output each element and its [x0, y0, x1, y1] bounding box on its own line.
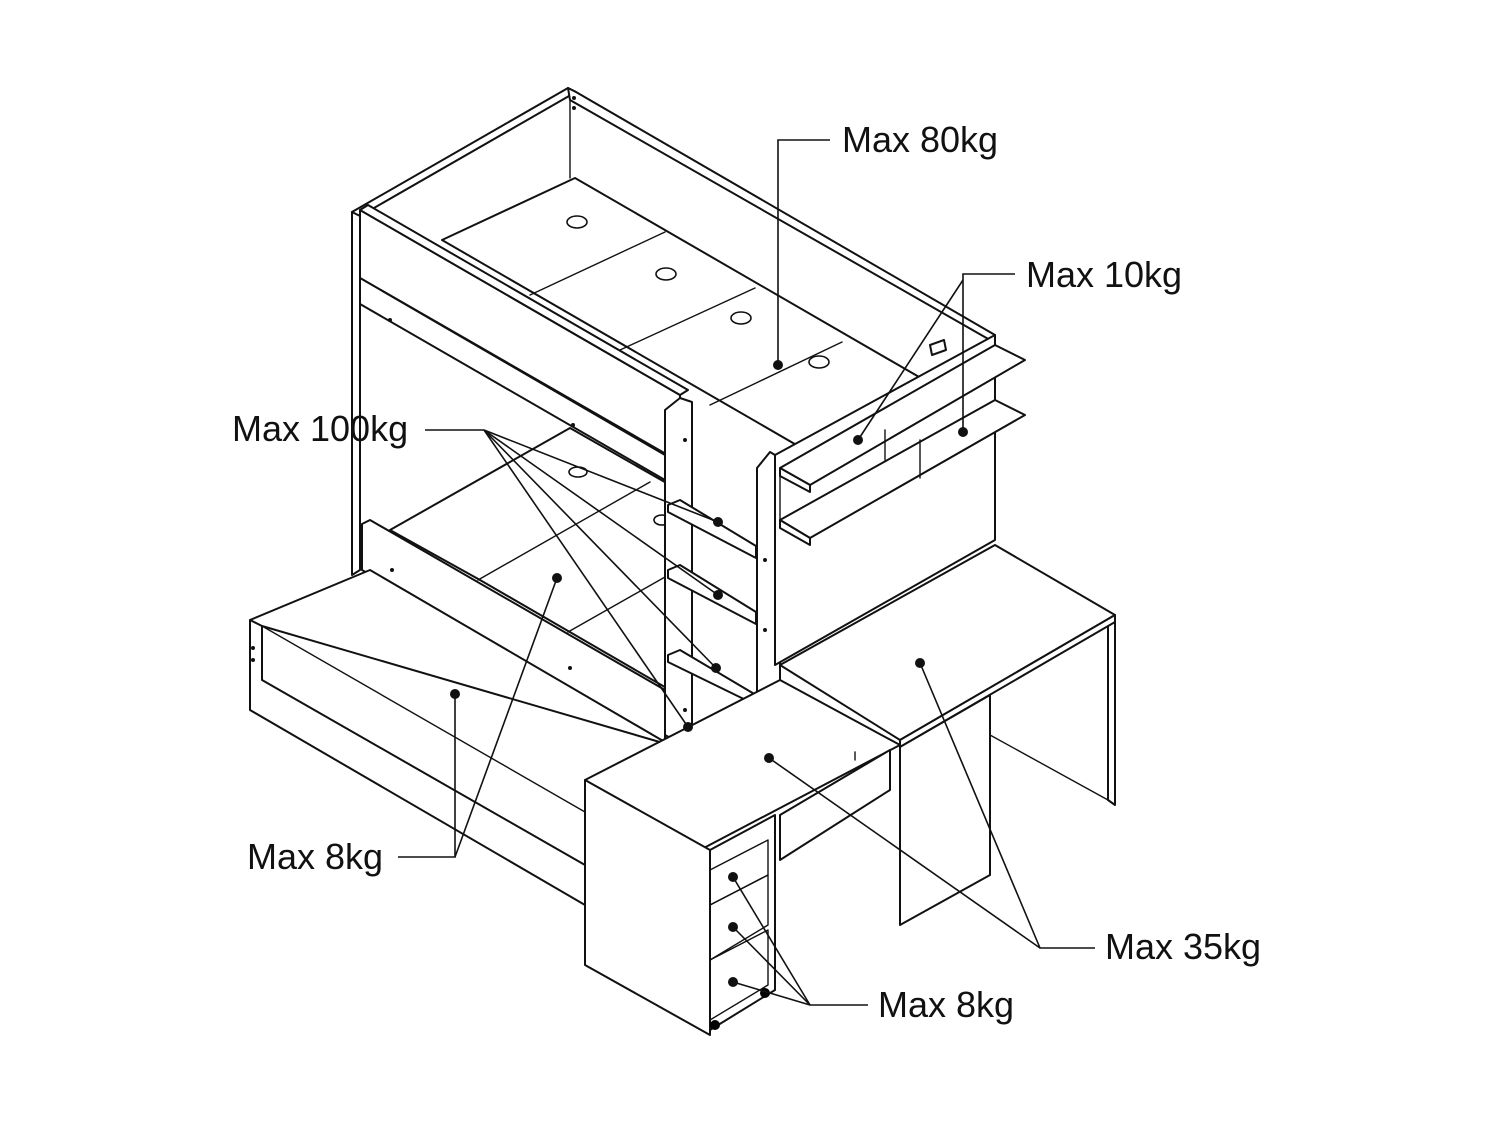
right-desk-leg-right [1107, 614, 1116, 806]
drawer-2-load-dot [728, 922, 738, 932]
top-shelf-load-dot [853, 435, 863, 445]
step-4-load-dot [683, 722, 693, 732]
ladder-step-1 [667, 499, 757, 559]
pedestal-front [709, 814, 776, 1031]
step-3-load-dot [711, 663, 721, 673]
shelf-back-panel [774, 334, 996, 666]
warning-label-icon [929, 339, 947, 356]
drawer-load-label: Max 8kg [878, 984, 1014, 1025]
lower-bed-load-dot [552, 573, 562, 583]
step-2-load-dot [713, 590, 723, 600]
drawer-3-load-dot [728, 977, 738, 987]
right-desk-leg-panel [899, 694, 991, 926]
left-end-panel [351, 207, 361, 576]
step-1-load-dot [713, 517, 723, 527]
top-bed-load-label: Max 80kg [842, 119, 998, 160]
trundle-load-dot [450, 689, 460, 699]
ladder-load-label: Max 100kg [232, 408, 408, 449]
drawer-1-load-dot [728, 872, 738, 882]
top-bed-load-dot [773, 360, 783, 370]
left-desk-load-dot [764, 753, 774, 763]
shelf-load-label: Max 10kg [1026, 254, 1182, 295]
middle-shelf-load-dot [958, 427, 968, 437]
right-desk-load-dot [915, 658, 925, 668]
bunk-bed-illustration [249, 87, 1116, 1036]
bed-storage-load-label: Max 8kg [247, 836, 383, 877]
callout-leaders [398, 139, 1095, 1006]
pedestal-side [584, 779, 711, 1036]
desk-load-label: Max 35kg [1105, 926, 1261, 967]
